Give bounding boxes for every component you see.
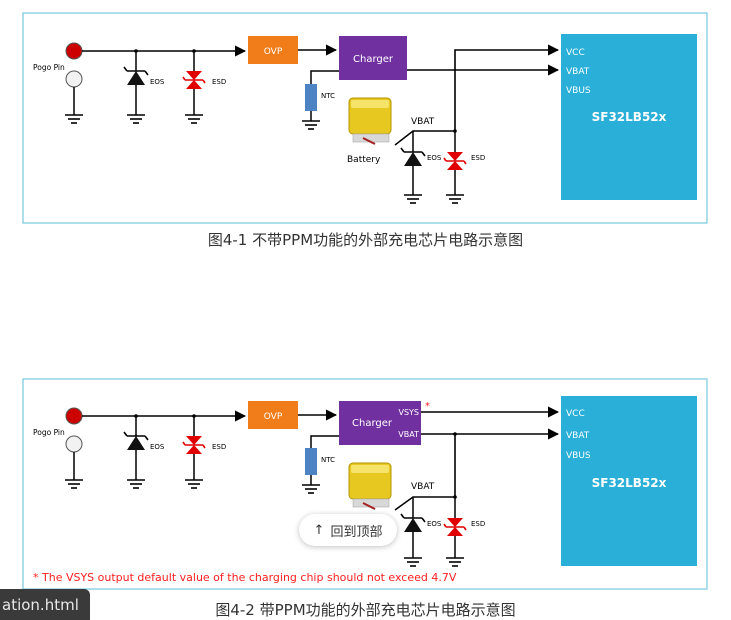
charger-label: Charger xyxy=(353,54,394,65)
ntc-label: NTC xyxy=(321,456,335,464)
figure-1-caption: 图4-1 不带PPM功能的外部充电芯片电路示意图 xyxy=(207,231,524,249)
esd-label: ESD xyxy=(212,78,226,86)
battery-esd-label: ESD xyxy=(471,520,485,528)
file-tab[interactable]: ation.html xyxy=(0,589,90,620)
battery-esd-label: ESD xyxy=(471,154,485,162)
charger-vsys-pin: VSYS xyxy=(398,408,419,417)
battery-eos-label: EOS xyxy=(427,154,442,162)
chip-name: SF32LB52x xyxy=(592,476,667,490)
ovp-label: OVP xyxy=(264,412,283,422)
esd-label: ESD xyxy=(212,443,226,451)
figure-1: Pogo Pin EOS ESD OVP Charger NTC xyxy=(22,12,708,224)
chip-pin-vbat: VBAT xyxy=(566,431,590,441)
charger-block xyxy=(339,36,407,80)
pogo-pin-ground-icon xyxy=(65,435,83,453)
pogo-pin-positive-icon xyxy=(65,42,83,60)
chip-pin-vbus: VBUS xyxy=(566,86,591,96)
arrow-up-icon: ↑ xyxy=(313,522,325,538)
charger-vbat-pin: VBAT xyxy=(398,430,419,439)
charger-block xyxy=(339,401,421,445)
pogo-pin-ground-icon xyxy=(65,70,83,88)
vbat-net-label: VBAT xyxy=(411,117,435,127)
vsys-note: * The VSYS output default value of the c… xyxy=(33,571,457,584)
figure-2-caption: 图4-2 带PPM功能的外部充电芯片电路示意图 xyxy=(215,601,516,619)
chip-pin-vcc: VCC xyxy=(566,48,585,58)
back-to-top-label: 回到顶部 xyxy=(330,524,383,540)
back-to-top-button[interactable]: ↑ 回到顶部 xyxy=(299,514,397,546)
pogo-pin-label: Pogo Pin xyxy=(33,63,65,72)
chip-pin-vbat: VBAT xyxy=(566,67,590,77)
battery-eos-label: EOS xyxy=(427,520,442,528)
ntc-label: NTC xyxy=(321,92,335,100)
charger-label: Charger xyxy=(352,418,393,429)
vbat-net-label: VBAT xyxy=(411,482,435,492)
chip-pin-vbus: VBUS xyxy=(566,451,591,461)
figure-2: Pogo Pin EOS ESD OVP Charger VSYS VBAT *… xyxy=(22,378,708,590)
chip-name: SF32LB52x xyxy=(592,110,667,124)
eos-label: EOS xyxy=(150,78,165,86)
ntc-resistor xyxy=(305,84,317,111)
ovp-block xyxy=(248,36,298,64)
battery-icon xyxy=(348,462,392,510)
file-tab-label: ation.html xyxy=(2,595,79,614)
sf32lb52x-chip xyxy=(561,396,697,566)
battery-icon xyxy=(348,97,392,145)
battery-label: Battery xyxy=(347,155,381,165)
sf32lb52x-chip xyxy=(561,34,697,200)
ovp-block xyxy=(248,401,298,429)
pogo-pin-positive-icon xyxy=(65,407,83,425)
ntc-resistor xyxy=(305,448,317,475)
eos-label: EOS xyxy=(150,443,165,451)
ovp-label: OVP xyxy=(264,47,283,57)
chip-pin-vcc: VCC xyxy=(566,409,585,419)
vsys-asterisk: * xyxy=(425,401,430,412)
pogo-pin-label: Pogo Pin xyxy=(33,428,65,437)
